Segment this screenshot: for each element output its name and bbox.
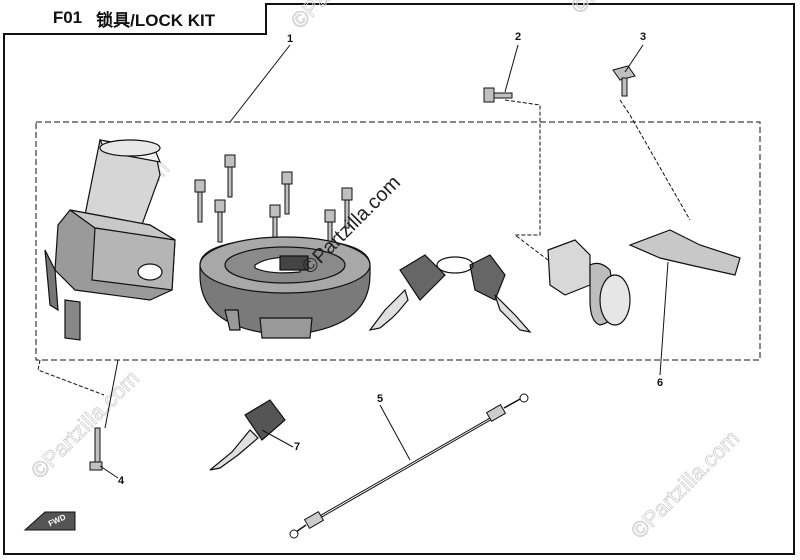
diagram-frame — [3, 3, 795, 555]
ignition-switch-part[interactable] — [44, 139, 176, 341]
forward-direction-icon: FWD — [23, 511, 76, 531]
leader-lines — [37, 44, 691, 479]
callout-4[interactable]: 4 — [118, 475, 125, 487]
fuel-cap-part[interactable] — [199, 236, 371, 339]
screw-3-part[interactable] — [612, 65, 636, 97]
title-text: 锁具/LOCK KIT — [96, 10, 216, 30]
title-box: F01 锁具/LOCK KIT — [3, 3, 267, 35]
callout-1[interactable]: 1 — [287, 33, 293, 45]
callout-7[interactable]: 7 — [294, 441, 300, 453]
watermark-top-right: ©Partzilla.com — [566, 0, 684, 19]
screw-2-part[interactable] — [483, 87, 513, 103]
callout-2[interactable]: 2 — [515, 31, 521, 43]
watermark-bottom-left: ©Partzilla.com — [26, 365, 144, 483]
callout-5[interactable]: 5 — [377, 393, 383, 405]
watermark-bottom-right: ©Partzilla.com — [626, 425, 744, 543]
callout-6[interactable]: 6 — [657, 377, 663, 389]
key-pair-part[interactable] — [368, 254, 532, 333]
kit-boundary — [35, 121, 761, 361]
watermark-top: ©Partzilla.com — [286, 0, 404, 34]
cable-part[interactable] — [289, 393, 529, 539]
title-code: F01 — [52, 8, 83, 27]
bracket-part[interactable] — [547, 229, 741, 326]
bolt-4-part[interactable] — [89, 427, 103, 471]
cap-screws[interactable] — [194, 154, 353, 251]
spare-key-part[interactable] — [209, 399, 286, 471]
callout-3[interactable]: 3 — [640, 31, 646, 43]
callout-labels: 1 2 3 4 5 6 7 — [118, 31, 663, 487]
